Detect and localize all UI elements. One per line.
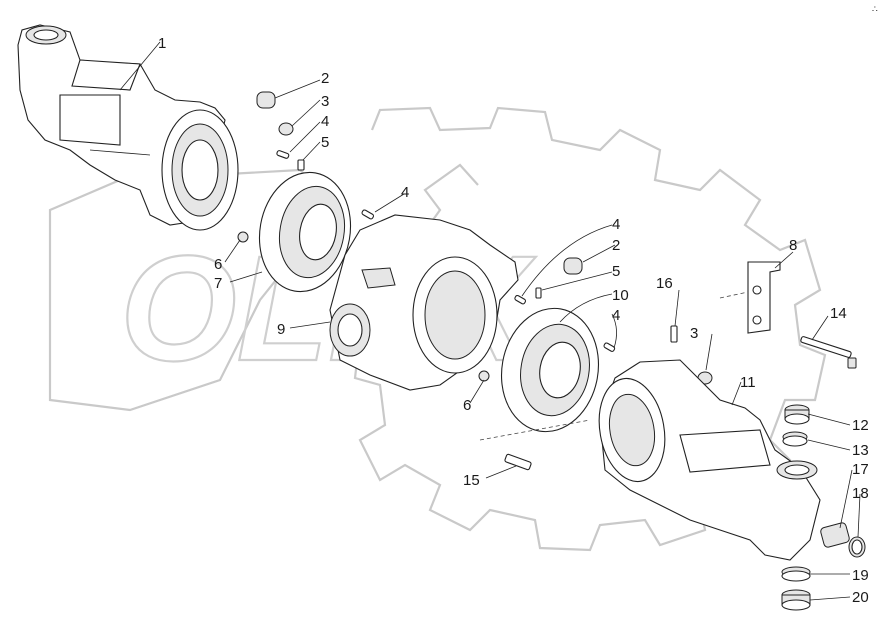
seal-ring-19 [781, 566, 811, 582]
callout-8: 8 [789, 237, 797, 254]
callout-20: 20 [852, 589, 869, 606]
callout-10: 10 [612, 287, 629, 304]
flange-left [258, 171, 352, 293]
callout-5: 5 [321, 134, 329, 151]
dowel-pin-d [603, 342, 616, 352]
axle-housing-right [598, 359, 821, 561]
callout-14: 14 [830, 305, 847, 322]
callout-12: 12 [852, 417, 869, 434]
callout-18: 18 [852, 485, 869, 502]
callout-2: 2 [612, 237, 620, 254]
leader-lines [119, 41, 861, 601]
seal-ring-12 [784, 404, 810, 425]
callout-19: 19 [852, 567, 869, 584]
plug-upper [278, 122, 294, 136]
callout-5: 5 [612, 263, 620, 280]
callout-7: 7 [214, 275, 222, 292]
callout-2: 2 [321, 70, 329, 87]
callout-16: 16 [656, 275, 673, 292]
callout-11: 11 [740, 374, 756, 391]
differential-housing [329, 214, 519, 391]
cap-plug-lower [563, 257, 583, 275]
dowel-pin-c [514, 294, 527, 305]
dowel-pin-b [361, 209, 375, 220]
callout-1: 1 [158, 35, 166, 52]
bushing-20 [781, 589, 811, 611]
cap-plug-upper [256, 91, 276, 109]
callout-4: 4 [612, 307, 620, 324]
nut-right [478, 370, 490, 382]
stud-bolt [504, 453, 532, 471]
callout-17: 17 [852, 461, 869, 478]
callout-6: 6 [214, 256, 222, 273]
flange-right [500, 307, 600, 433]
dowel-pin-a [276, 150, 290, 159]
callout-6: 6 [463, 397, 471, 414]
screw-vent [670, 325, 678, 343]
bushing-17 [820, 522, 850, 548]
callout-4: 4 [612, 216, 620, 233]
long-bolt [800, 336, 857, 369]
seal-ring-13 [782, 431, 808, 447]
callout-9: 9 [277, 321, 285, 338]
screw-b [535, 287, 542, 299]
callout-4: 4 [321, 113, 329, 130]
nut-left [237, 231, 249, 243]
callout-3: 3 [690, 325, 698, 342]
callout-15: 15 [463, 472, 480, 489]
screw-a [297, 159, 305, 171]
callout-4: 4 [401, 184, 409, 201]
callout-3: 3 [321, 93, 329, 110]
corner-mark: ∴ [872, 4, 878, 14]
callout-13: 13 [852, 442, 869, 459]
bracket [747, 261, 781, 334]
seal-ring-18 [848, 536, 866, 558]
axle-housing-left [17, 24, 239, 231]
